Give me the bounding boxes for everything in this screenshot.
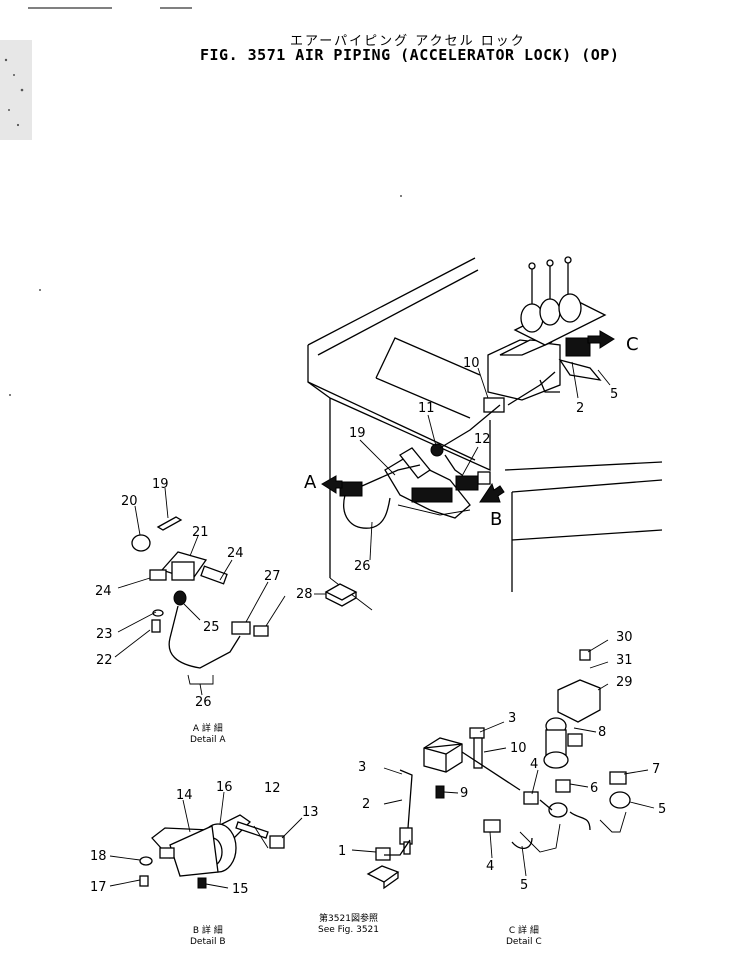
see-fig-note-jp: 第3521図参照 [319, 914, 378, 924]
callout-26: 26 [195, 695, 212, 710]
callout-3: 3 [358, 760, 366, 775]
callout-24: 24 [227, 546, 244, 561]
detail-b-caption-en: Detail B [190, 937, 226, 947]
callout-5: 5 [658, 802, 666, 817]
callout-31: 31 [616, 653, 633, 668]
detail-c-caption: C 詳 細 Detail C [506, 926, 542, 948]
scan-noise [0, 7, 402, 396]
title-japanese: エアーパイピング アクセル ロック [290, 34, 526, 49]
view-arrow-b: B [490, 509, 502, 530]
callout-16: 16 [216, 780, 233, 795]
callout-8: 8 [598, 725, 606, 740]
callout-28: 28 [296, 587, 313, 602]
callout-10: 10 [510, 741, 527, 756]
callout-12: 12 [474, 432, 491, 447]
see-fig-note-en: See Fig. 3521 [318, 925, 380, 935]
callout-4: 4 [530, 757, 538, 772]
callout-2: 2 [576, 401, 584, 416]
callout-20: 20 [121, 494, 138, 509]
callout-12: 12 [264, 781, 281, 796]
callout-17: 17 [90, 880, 107, 895]
detail-c-callouts: 30 31 29 8 3 10 3 4 6 7 2 9 5 1 4 5 [338, 630, 666, 893]
callout-9: 9 [460, 786, 468, 801]
callout-3: 3 [508, 711, 516, 726]
detail-b [109, 791, 303, 889]
detail-a-caption: A 詳 細 Detail A [190, 724, 226, 746]
detail-c-caption-en: Detail C [506, 937, 542, 947]
callout-21: 21 [192, 525, 209, 540]
view-arrow-a: A [304, 472, 317, 493]
detail-a-caption-en: Detail A [190, 735, 226, 745]
callout-4: 4 [486, 859, 494, 874]
callout-5: 5 [520, 878, 528, 893]
callout-11: 11 [418, 401, 435, 416]
callout-19: 19 [349, 426, 366, 441]
callout-2: 2 [362, 797, 370, 812]
view-arrow-c: C [626, 334, 639, 355]
detail-b-callouts: 14 16 12 13 18 17 15 [90, 780, 319, 897]
detail-b-caption: B 詳 細 Detail B [190, 926, 226, 948]
callout-18: 18 [90, 849, 107, 864]
callout-22: 22 [96, 653, 113, 668]
detail-c [351, 639, 655, 890]
callout-6: 6 [590, 781, 598, 796]
callout-10: 10 [463, 356, 480, 371]
detail-b-caption-jp: B 詳 細 [192, 926, 223, 936]
see-fig-note: 第3521図参照 See Fig. 3521 [318, 914, 379, 936]
callout-13: 13 [302, 805, 319, 820]
detail-a-callouts: 19 20 21 24 24 27 23 25 22 28 26 [95, 477, 281, 710]
callout-19: 19 [152, 477, 169, 492]
callout-30: 30 [616, 630, 633, 645]
callout-29: 29 [616, 675, 633, 690]
page-title: FIG. 3571 AIR PIPING (ACCELERATOR LOCK) … [200, 46, 620, 64]
detail-c-caption-jp: C 詳 細 [508, 926, 539, 936]
callout-25: 25 [203, 620, 220, 635]
main-callouts: 10 11 12 19 26 2 5 28 A B C [296, 334, 639, 602]
callout-27: 27 [264, 569, 281, 584]
detail-a [114, 487, 286, 696]
callout-24: 24 [95, 584, 112, 599]
callout-5: 5 [610, 387, 618, 402]
callout-15: 15 [232, 882, 249, 897]
main-assembly [307, 256, 663, 611]
callout-23: 23 [96, 627, 113, 642]
callout-14: 14 [176, 788, 193, 803]
detail-a-caption-jp: A 詳 細 [192, 724, 223, 734]
callout-1: 1 [338, 844, 346, 859]
callout-7: 7 [652, 762, 660, 777]
callout-26: 26 [354, 559, 371, 574]
